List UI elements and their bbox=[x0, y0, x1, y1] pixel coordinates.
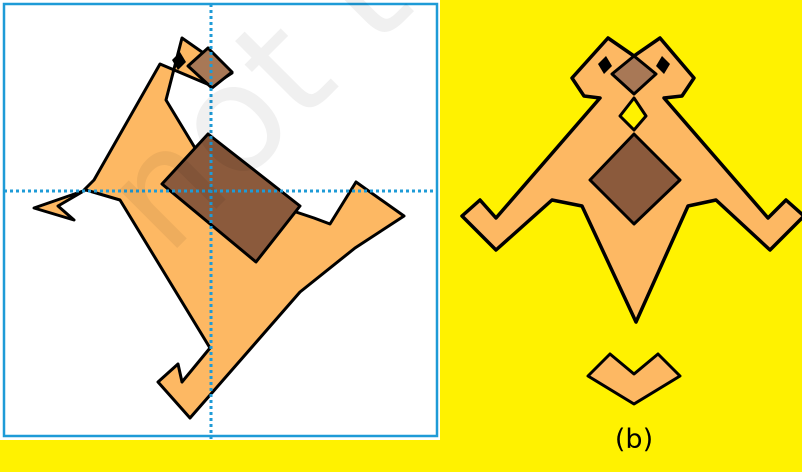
caption-b: (b) bbox=[584, 424, 684, 455]
